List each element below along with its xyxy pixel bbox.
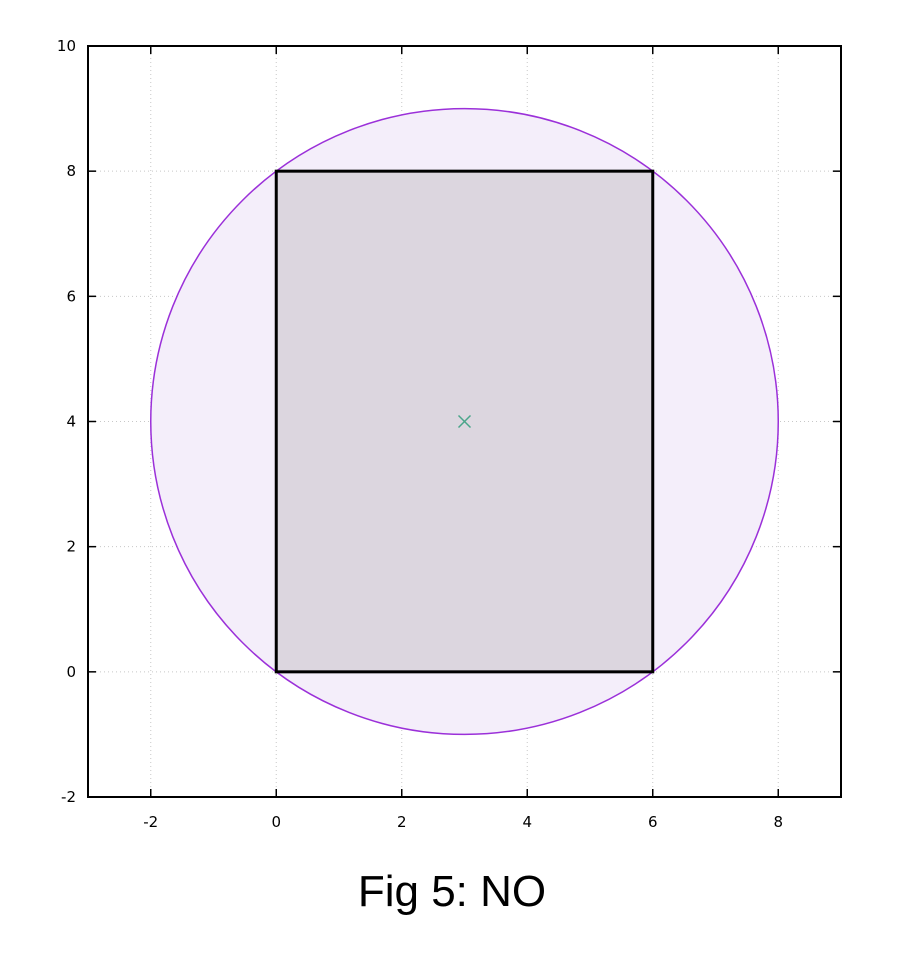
y-tick-label: -2 xyxy=(61,788,76,806)
chart-svg: -2 0 2 4 6 8 -2 0 2 4 6 8 10 xyxy=(57,37,842,831)
axes-frame xyxy=(87,45,842,798)
x-tick-label: 6 xyxy=(648,813,658,831)
x-tick-label: 2 xyxy=(397,813,407,831)
x-tick-label: 8 xyxy=(773,813,783,831)
y-tick-label: 0 xyxy=(66,663,76,681)
y-tick-label: 10 xyxy=(57,37,76,55)
center-marker xyxy=(457,414,472,429)
y-tick-label: 2 xyxy=(66,538,76,556)
chart: -2 0 2 4 6 8 -2 0 2 4 6 8 10 xyxy=(57,37,842,831)
x-tick-label: 4 xyxy=(522,813,532,831)
y-tick-label: 4 xyxy=(66,413,76,431)
tick-labels: -2 0 2 4 6 8 -2 0 2 4 6 8 10 xyxy=(57,37,783,831)
y-tick-label: 6 xyxy=(66,287,76,305)
x-tick-label: -2 xyxy=(143,813,158,831)
figure-caption: Fig 5: NO xyxy=(357,867,547,916)
y-tick-label: 8 xyxy=(66,162,76,180)
center-marker-stroke-2 xyxy=(457,414,472,429)
shapes xyxy=(150,107,779,736)
x-tick-label: 0 xyxy=(271,813,281,831)
